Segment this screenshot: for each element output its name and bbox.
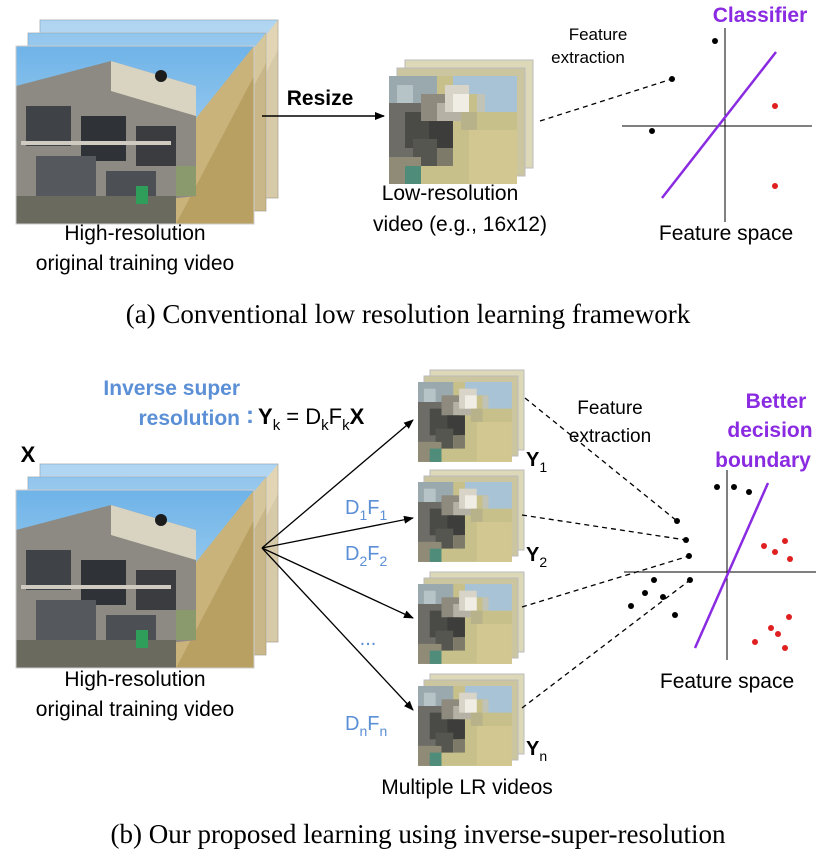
feature-point-black <box>669 76 675 82</box>
isr-label-line2: resolution <box>138 407 240 430</box>
feature-extraction-a-line2: extraction <box>551 48 625 67</box>
feature-point-red <box>786 614 792 620</box>
hr-video-stack-b <box>15 463 279 669</box>
feature-point-red <box>772 183 778 189</box>
feature-point-black <box>672 612 678 618</box>
output-label-yn: Yn <box>526 738 547 764</box>
lr-caption-line2: video (e.g., 16x12) <box>373 213 547 236</box>
feature-point-black <box>714 484 720 490</box>
feature-point-black <box>651 577 657 583</box>
lr-video-stack-y2 <box>418 469 525 562</box>
feature-point-black <box>660 594 666 600</box>
feature-space-a <box>622 28 812 222</box>
transform-label-1: D1F1 <box>345 497 387 523</box>
output-label-y2: Y2 <box>526 544 547 570</box>
isr-colon: : <box>246 402 254 429</box>
feature-point-black <box>674 518 680 524</box>
multiple-lr-label: Multiple LR videos <box>381 776 553 799</box>
transform-label-n: DnFn <box>345 713 387 739</box>
feature-point-black <box>687 577 693 583</box>
feature-space-label-b: Feature space <box>660 670 794 693</box>
better-boundary-line2: decision <box>727 419 812 442</box>
resize-label: Resize <box>287 87 354 110</box>
hr-caption-b-line2: original training video <box>36 698 234 721</box>
feature-point-red <box>772 549 778 555</box>
feature-point-red <box>782 645 788 651</box>
feature-point-black <box>642 590 648 596</box>
classifier-label: Classifier <box>713 4 808 27</box>
feature-point-black <box>649 128 655 134</box>
panel-b: Inverse super resolution : Yk = DkFkX X … <box>15 369 816 849</box>
feature-point-black <box>683 537 689 543</box>
feature-point-black <box>686 553 692 559</box>
panel-a: High-resolution original training video … <box>15 4 812 329</box>
feature-point-red <box>768 625 774 631</box>
transform-label-2: D2F2 <box>345 543 387 569</box>
hr-caption-a-line2: original training video <box>36 252 234 275</box>
feature-point-black <box>628 603 634 609</box>
caption-b: (b) Our proposed learning using inverse-… <box>110 819 726 849</box>
feature-point-black <box>712 38 718 44</box>
feature-extraction-b-line1: Feature <box>577 398 642 419</box>
decision-boundary-b <box>693 482 770 649</box>
lr-video-stack-y1 <box>418 369 525 462</box>
feature-extraction-b-line2: extraction <box>569 426 651 447</box>
isr-equation: Yk = DkFkX <box>258 404 365 434</box>
feature-point-red <box>775 631 781 637</box>
fanout-arrows <box>261 419 414 711</box>
feature-point-black <box>746 489 752 495</box>
feature-extraction-line-a <box>539 78 673 122</box>
feature-point-red <box>782 538 788 544</box>
better-boundary-line3: boundary <box>715 449 811 472</box>
feature-extraction-lines-b <box>521 397 691 709</box>
feature-point-red <box>787 556 793 562</box>
lr-caption-line1: Low-resolution <box>382 182 519 205</box>
output-label-y1: Y1 <box>526 449 547 475</box>
lr-video-stack-yn <box>418 673 525 766</box>
caption-a: (a) Conventional low resolution learning… <box>126 299 691 329</box>
hr-caption-b-line1: High-resolution <box>64 668 205 691</box>
x-label: X <box>21 442 36 467</box>
feature-point-red <box>761 543 767 549</box>
feature-space-b <box>624 470 816 660</box>
lr-video-stack-y3 <box>418 571 525 664</box>
transform-ellipsis: ... <box>360 628 377 650</box>
hr-caption-a-line1: High-resolution <box>64 222 205 245</box>
hr-video-stack-a <box>15 19 279 225</box>
feature-point-black <box>731 484 737 490</box>
feature-extraction-a-line1: Feature <box>569 25 628 44</box>
isr-label-line1: Inverse super <box>103 377 240 400</box>
lr-video-stack-a <box>389 59 534 184</box>
feature-point-red <box>772 103 778 109</box>
feature-point-red <box>752 639 758 645</box>
feature-space-label-a: Feature space <box>659 222 793 245</box>
classifier-line-a <box>661 51 777 199</box>
better-boundary-line1: Better <box>746 390 807 413</box>
